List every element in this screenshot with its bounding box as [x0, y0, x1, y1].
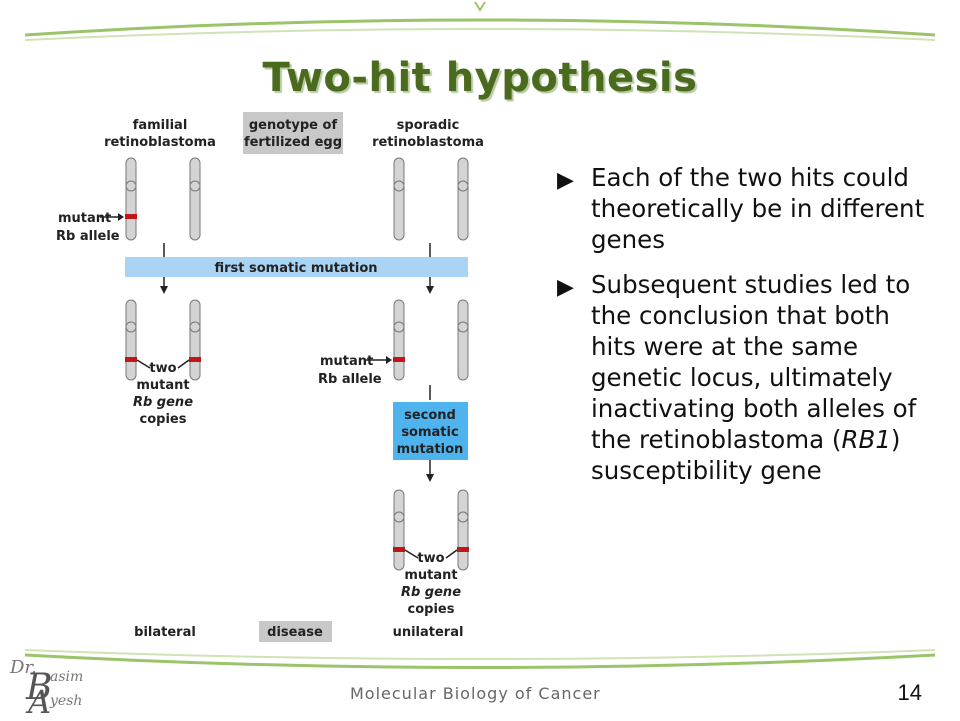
genotype-label-2: fertilized egg	[244, 135, 342, 150]
mutation-mark	[125, 214, 137, 219]
chromosome-familial-top-left	[125, 157, 137, 241]
mutant-label-sporadic-1: mutant	[320, 354, 373, 369]
sporadic-label-1: sporadic	[397, 118, 460, 133]
disease-label: disease	[267, 625, 323, 640]
familial-label-1: familial	[133, 118, 188, 133]
chromosome-familial-mid-left	[125, 299, 137, 381]
disease-box	[259, 621, 332, 642]
sporadic-label-2: retinoblastoma	[372, 135, 484, 150]
bullet-text-part2: ) susceptibility gene	[591, 425, 901, 485]
chromosome-familial-mid-right	[189, 299, 201, 381]
slide-title: Two-hit hypothesis	[262, 55, 698, 101]
two-mutant-b-2: mutant	[404, 568, 457, 583]
familial-label-2: retinoblastoma	[104, 135, 216, 150]
bullet-arrow-icon: ▶	[557, 168, 574, 193]
chromosome-sporadic-bottom-left	[393, 489, 405, 571]
unilateral-label: unilateral	[393, 625, 464, 640]
bullet-text-italic: RB1	[841, 425, 891, 454]
two-mutant-3: Rb gene	[133, 395, 193, 410]
genotype-box	[243, 112, 343, 154]
logo-b: B	[26, 667, 53, 708]
logo-dr: Dr.	[10, 657, 37, 678]
two-mutant-b-3: Rb gene	[401, 585, 461, 600]
two-mutant-4: copies	[140, 412, 187, 427]
first-mutation-label: first somatic mutation	[214, 261, 377, 276]
page-number: 14	[897, 680, 922, 705]
logo-yesh: yesh	[50, 693, 83, 709]
chromosome-sporadic-top-right	[457, 157, 469, 241]
slide-footer: Molecular Biology of Cancer	[350, 684, 601, 703]
chromosome-sporadic-bottom-right	[457, 489, 469, 571]
bullet-arrow-icon: ▶	[557, 275, 574, 300]
chromosome-sporadic-mid-right	[457, 299, 469, 381]
chromosome-sporadic-top-left	[393, 157, 405, 241]
chromosome-familial-top-right	[189, 157, 201, 241]
second-mutation-2: somatic	[401, 425, 458, 440]
logo-a: A	[28, 683, 52, 721]
bilateral-label: bilateral	[134, 625, 196, 640]
bullet-text: Each of the two hits could theoretically…	[591, 163, 925, 254]
second-mutation-3: mutation	[397, 442, 464, 457]
genotype-label-1: genotype of	[249, 118, 338, 133]
mutant-label-sporadic-2: Rb allele	[318, 372, 382, 387]
two-mutant-2: mutant	[136, 378, 189, 393]
two-mutant-1: two	[149, 361, 176, 376]
second-mutation-box	[393, 402, 468, 460]
bullet-item: ▶ Subsequent studies led to the conclusi…	[555, 269, 925, 486]
bullet-item: ▶ Each of the two hits could theoretical…	[555, 162, 925, 255]
chromosome-sporadic-mid-left	[393, 299, 405, 381]
bullet-text-part1: Subsequent studies led to the conclusion…	[591, 270, 917, 454]
mutant-label-2: Rb allele	[56, 229, 120, 244]
second-mutation-1: second	[404, 408, 456, 423]
logo-asim: asim	[50, 669, 84, 685]
two-mutant-b-1: two	[417, 551, 444, 566]
mutant-label-1: mutant	[58, 211, 111, 226]
first-mutation-band	[125, 257, 468, 277]
two-mutant-b-4: copies	[408, 602, 455, 617]
bullet-list: ▶ Each of the two hits could theoretical…	[555, 162, 925, 500]
